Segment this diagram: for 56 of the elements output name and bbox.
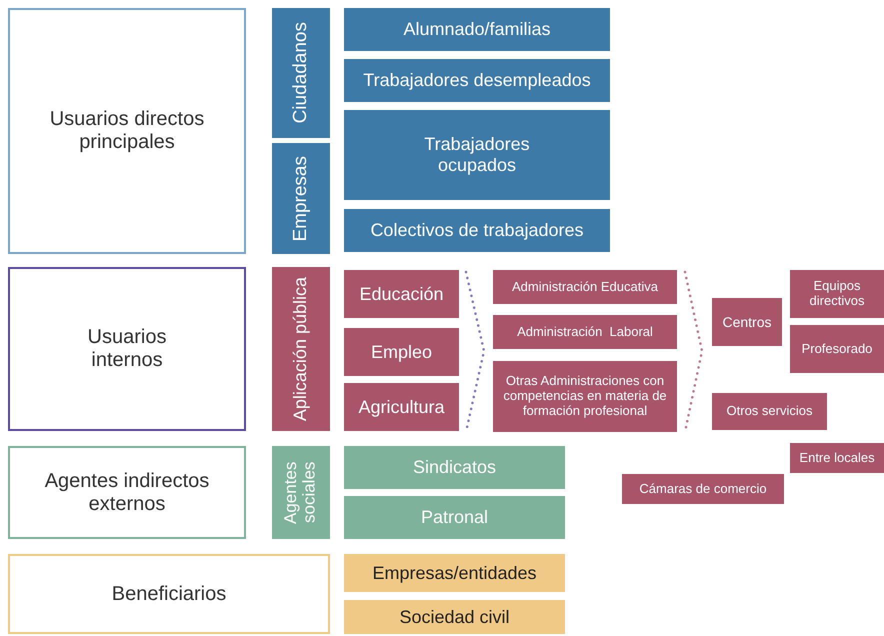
box-label: Trabajadores ocupados: [423, 134, 531, 176]
box-label: Cámaras de comercio: [639, 482, 767, 496]
box-label: Otras Administraciones con competencias en materia de formación profesional: [502, 374, 668, 419]
category-box: [344, 8, 610, 51]
box-label: Empleo: [370, 342, 432, 362]
box-label: Aplicación pública: [291, 276, 311, 422]
category-box: [344, 600, 565, 634]
category-box: [344, 554, 565, 592]
category-box: [493, 315, 677, 349]
box-label: Beneficiarios: [112, 582, 226, 606]
category-box: [790, 325, 884, 373]
box-label: Patronal: [420, 507, 488, 528]
box-label: Sociedad civil: [399, 606, 510, 628]
category-box: [712, 393, 827, 430]
box-label: Equipos directivos: [808, 279, 866, 309]
category-box: [272, 267, 330, 431]
category-box: [344, 209, 610, 252]
box-label: Alumnado/familias: [403, 19, 551, 40]
box-label: Sindicatos: [412, 457, 496, 478]
outline-box: [8, 8, 246, 254]
category-box: [344, 496, 565, 539]
box-label: Trabajadores desempleados: [363, 70, 591, 91]
category-box: [344, 383, 459, 431]
box-label: Ciudadanos: [290, 22, 312, 124]
category-box: [272, 8, 330, 138]
category-box: [344, 59, 610, 102]
box-label: Entre locales: [799, 450, 875, 466]
box-label: Centros: [722, 314, 772, 330]
category-box: [344, 446, 565, 489]
box-label: Profesorado: [802, 342, 872, 356]
box-label: Otros servicios: [726, 404, 812, 419]
category-box: [344, 110, 610, 200]
box-label: Administración Laboral: [517, 324, 653, 340]
category-box: [493, 270, 677, 304]
outline-box: [8, 267, 246, 431]
box-label: Agentes sociales: [282, 460, 320, 526]
box-label: Administración Educativa: [512, 280, 658, 294]
box-label: Agricultura: [358, 396, 445, 418]
category-box: [790, 443, 884, 473]
category-box: [493, 361, 677, 432]
category-box: [790, 270, 884, 318]
box-label: Agentes indirectos externos: [44, 470, 210, 516]
category-box: [272, 143, 330, 254]
category-box: [344, 270, 459, 318]
box-label: Usuarios directos principales: [48, 108, 206, 154]
category-box: [344, 328, 459, 376]
outline-box: [8, 446, 246, 539]
box-label: Usuarios internos: [86, 326, 168, 372]
box-label: Empresas: [290, 156, 312, 242]
box-label: Empresas/entidades: [372, 562, 537, 584]
category-box: [622, 474, 784, 504]
outline-box: [8, 554, 330, 634]
box-label: Educación: [359, 284, 444, 304]
category-box: [712, 298, 782, 346]
box-label: Colectivos de trabajadores: [370, 220, 584, 241]
category-box: [272, 446, 330, 539]
